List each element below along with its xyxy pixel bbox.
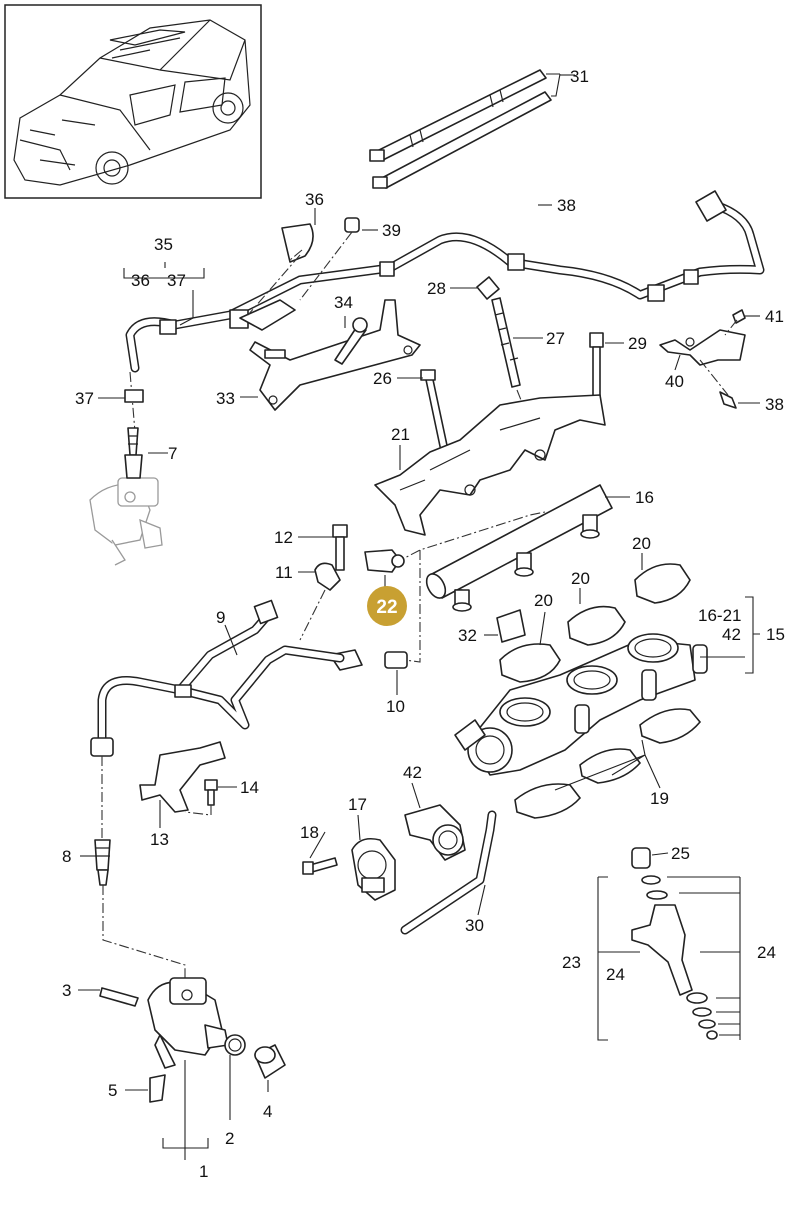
callout-labels: 31 36 38 39 35 36 37 28 34 41 27 29 40 2… [62,67,785,1181]
callout-5: 5 [108,1081,117,1100]
screws-26-29 [420,276,604,452]
callout-35: 35 [154,235,173,254]
callout-16: 16 [635,488,654,507]
callout-23: 23 [562,953,581,972]
fitting-8 [94,839,186,990]
callout-20-left: 20 [534,591,553,610]
callout-38-top: 38 [557,196,576,215]
callout-7: 7 [168,444,177,463]
throttle-parts [302,804,497,935]
pump-ghost [89,427,163,566]
bracket-33 [249,299,421,411]
callout-11: 11 [275,563,293,582]
leader-lines [78,74,760,1091]
callout-24-inner: 24 [606,965,625,984]
callout-29: 29 [628,334,647,353]
callout-12: 12 [274,528,293,547]
bracket-13 [139,741,226,816]
callout-18: 18 [300,823,319,842]
callout-14: 14 [240,778,259,797]
callout-19: 19 [650,789,669,808]
fuel-line-9 [90,524,348,840]
callout-36-top: 36 [305,190,324,209]
callout-36-sub: 36 [131,271,150,290]
callout-37-sub: 37 [167,271,186,290]
callout-22: 22 [376,597,397,618]
callout-3: 3 [62,981,71,1000]
callout-33: 33 [216,389,235,408]
callout-28: 28 [427,279,446,298]
bracket-21 [374,394,606,536]
callout-17: 17 [348,795,367,814]
callout-9: 9 [216,608,225,627]
callout-40: 40 [665,372,684,391]
callout-4: 4 [263,1102,272,1121]
callout-22-highlight[interactable]: 22 [367,586,407,626]
injector-assembly [597,847,741,1041]
intake-manifold [454,633,708,776]
callout-34: 34 [334,293,353,312]
callout-20-right: 20 [632,534,651,553]
callout-24-right: 24 [757,943,776,962]
pump-assembly [99,977,286,1160]
callout-10: 10 [386,697,405,716]
callout-39: 39 [382,221,401,240]
callout-1: 1 [199,1162,208,1181]
callout-15: 15 [766,625,785,644]
vacuum-line [124,190,765,433]
callout-37: 37 [75,389,94,408]
callout-13: 13 [150,830,169,849]
vehicle-inset [4,4,262,199]
callout-42-right: 42 [722,625,741,644]
callout-16-21: 16-21 [698,606,741,625]
pressure-sensor-22 [329,549,408,671]
callout-21: 21 [391,425,410,444]
callout-32: 32 [458,626,477,645]
callout-30: 30 [465,916,484,935]
callout-31: 31 [570,67,589,86]
callout-27: 27 [546,329,565,348]
callout-2: 2 [225,1129,234,1148]
fuel-rail [394,484,613,663]
callout-8: 8 [62,847,71,866]
gaskets [496,563,702,819]
callout-20-mid: 20 [571,569,590,588]
callout-42: 42 [403,763,422,782]
callout-26: 26 [373,369,392,388]
bracket-40 [659,309,746,409]
cable-ties [369,69,561,189]
callout-38: 38 [765,395,784,414]
callout-41: 41 [765,307,784,326]
callout-25: 25 [671,844,690,863]
